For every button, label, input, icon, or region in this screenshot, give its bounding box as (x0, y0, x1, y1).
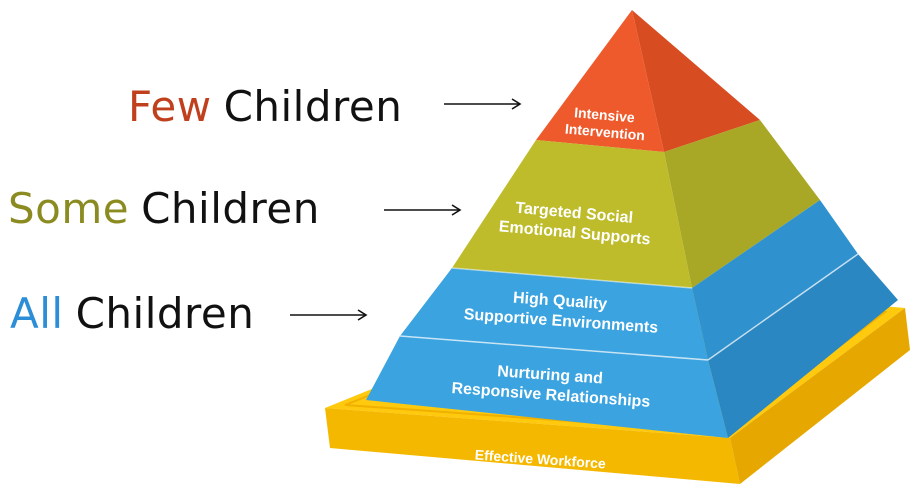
arrow-some (384, 204, 462, 216)
tier-upper-base-face (400, 268, 708, 360)
right-face-top (632, 10, 760, 152)
right-face-upper-base (692, 200, 858, 360)
arrow-all (290, 309, 368, 321)
label-some-children-text: Children (141, 184, 320, 233)
label-few-children-text: Children (223, 82, 403, 131)
label-all-word: All (10, 289, 64, 338)
tier-top-face (536, 10, 664, 152)
right-face-lower-base (708, 254, 898, 438)
arrows (290, 98, 522, 321)
label-few-word: Few (128, 82, 212, 131)
pyramid-front-faces (366, 10, 859, 438)
foundation-front-face (325, 408, 740, 484)
tier-divider (451, 267, 693, 289)
right-face-middle (664, 120, 820, 288)
tier-divider (399, 335, 709, 361)
foundation-side-face (730, 308, 910, 484)
pyramid-right-faces (632, 10, 898, 438)
tier-top-label: Intensive Intervention (564, 104, 647, 144)
label-all-children-text: Children (75, 289, 255, 338)
tier-lower-base-face (366, 336, 728, 438)
arrow-few (444, 98, 522, 110)
tier-middle-face (452, 140, 692, 288)
tier-divider (707, 253, 859, 361)
label-some-word: Some (8, 184, 130, 233)
